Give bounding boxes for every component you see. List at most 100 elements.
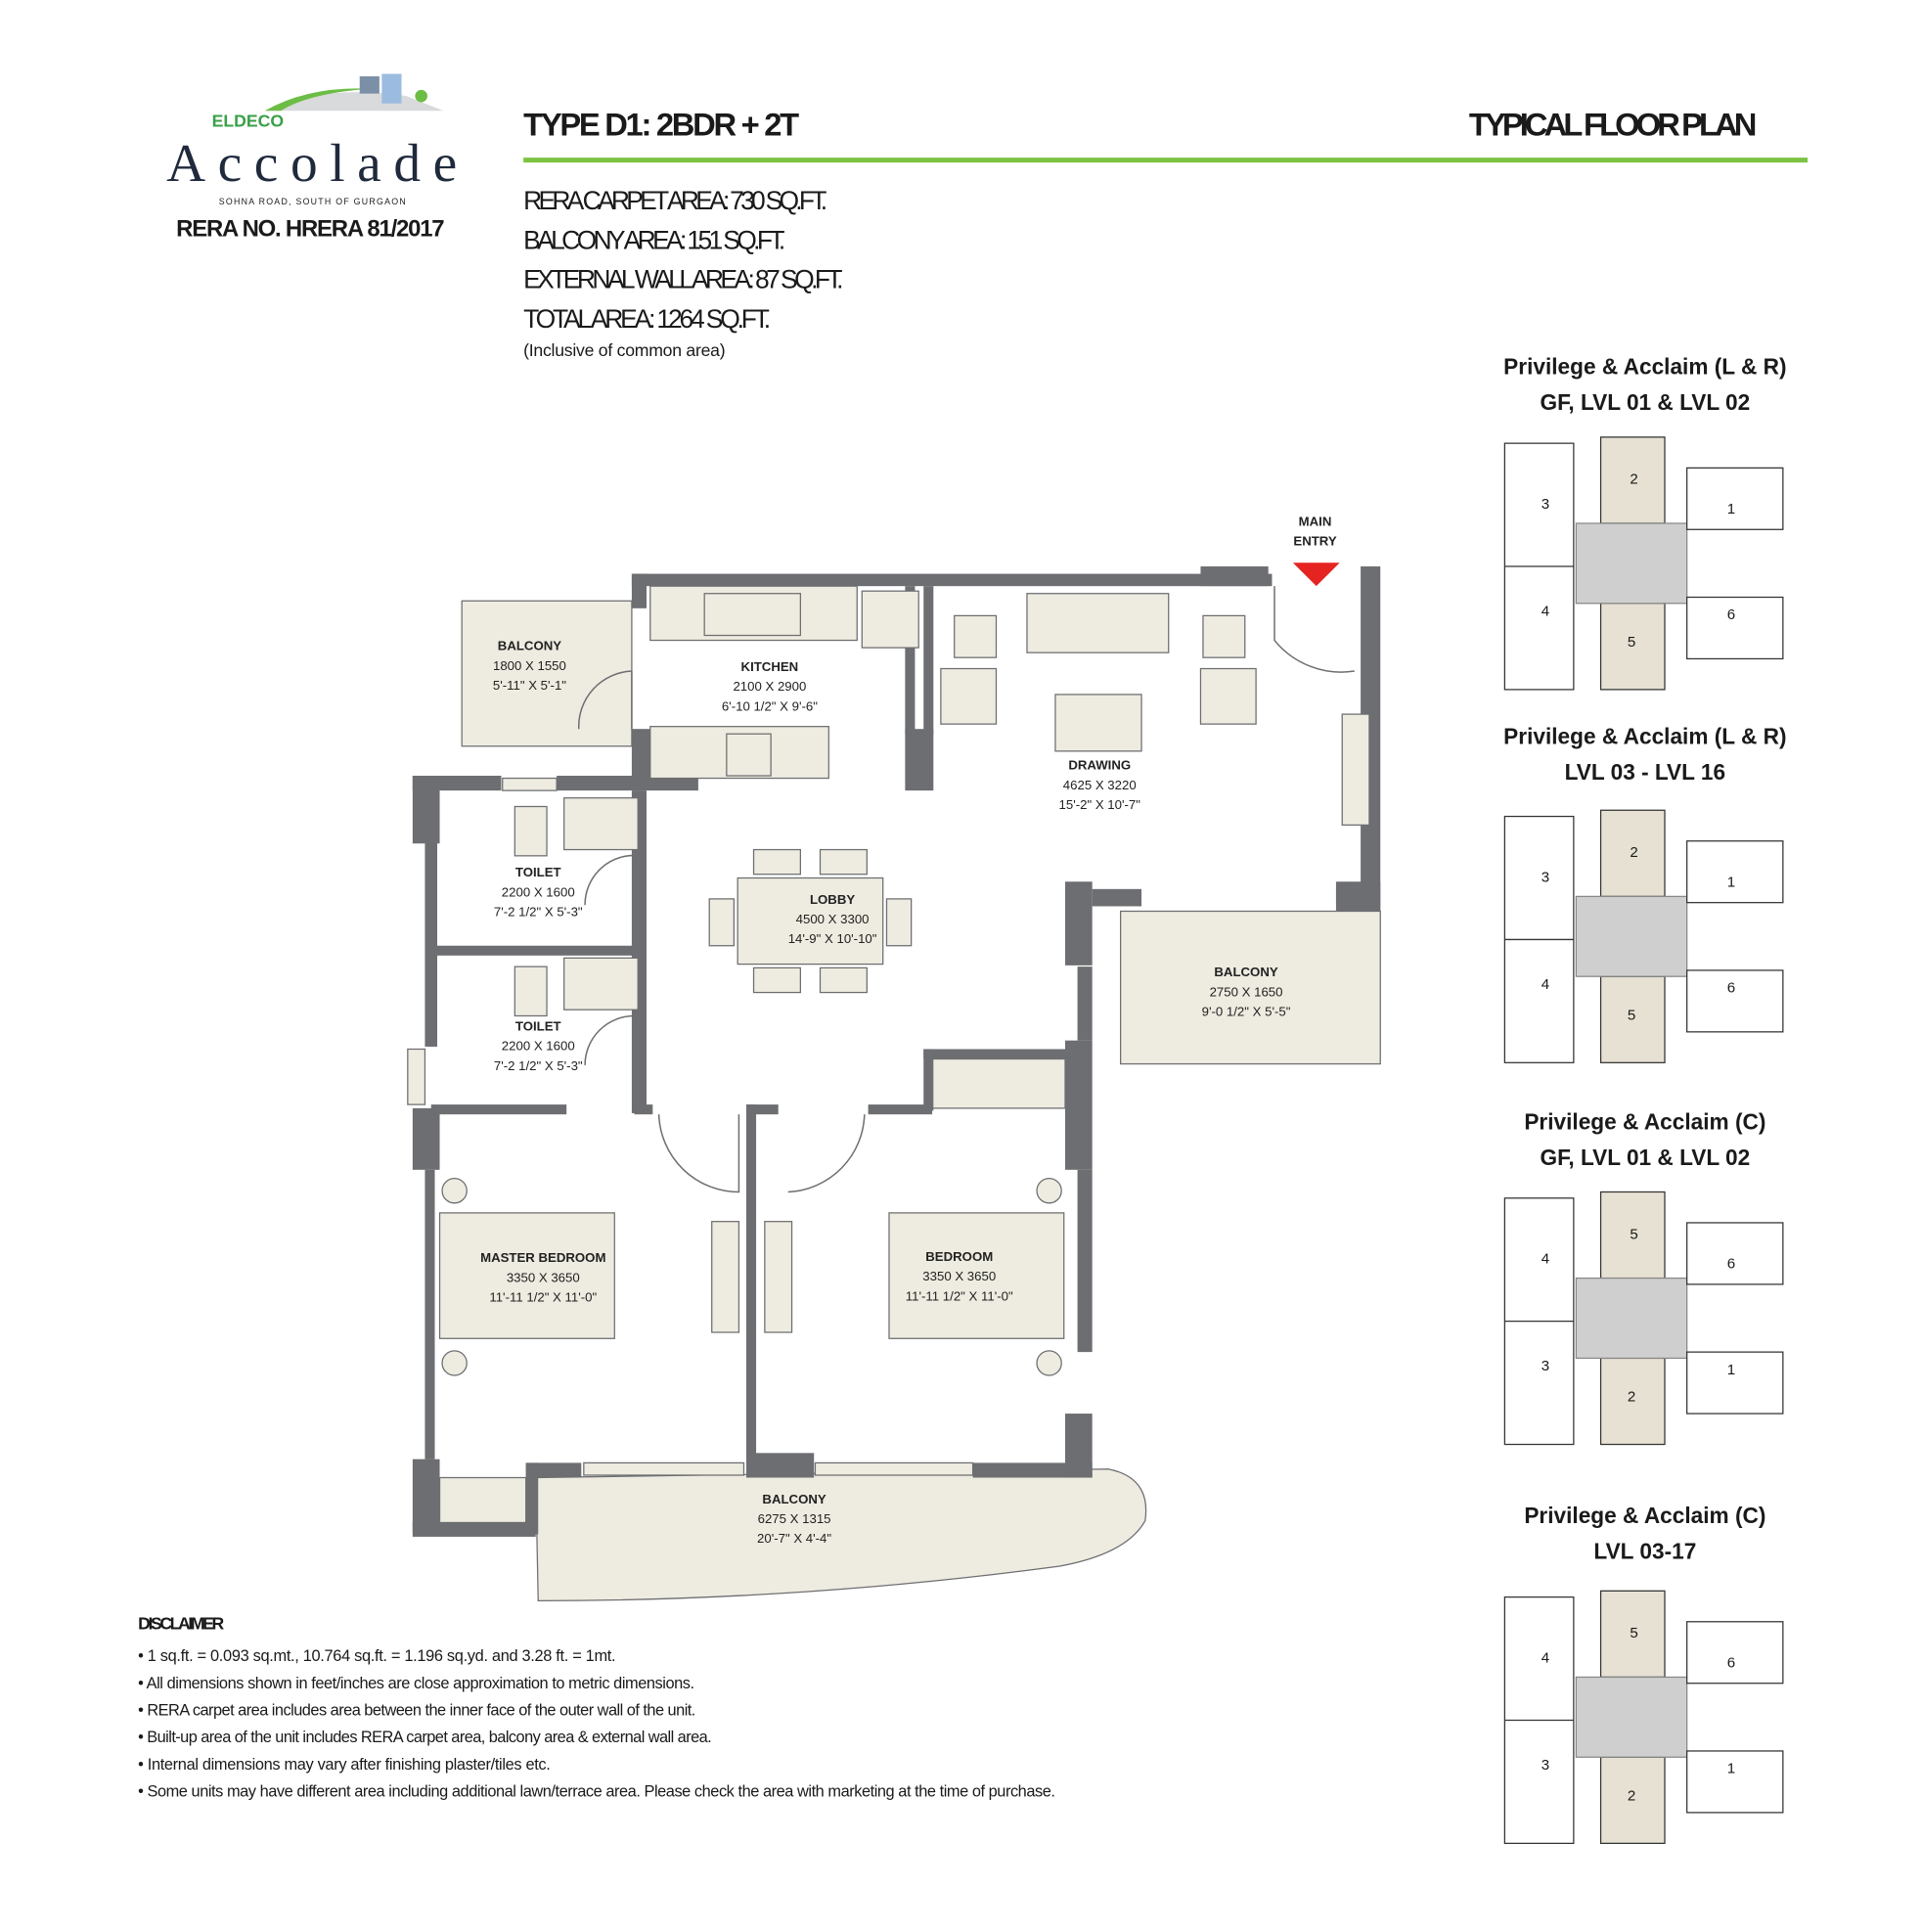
unit-number: 3 [1541,1358,1549,1374]
unit-number: 5 [1628,634,1635,651]
highlighted-unit [1599,1590,1666,1679]
external-wall-area: EXTERNAL WALL AREA: 87 SQ.FT. [523,265,843,294]
unit-number: 6 [1727,607,1735,623]
main-entry-label: MAIN [1299,514,1332,528]
room-label-name: MASTER BEDROOM [480,1250,605,1265]
room-label-name: LOBBY [810,892,855,907]
disclaimer-item: • Internal dimensions may vary after fin… [138,1756,551,1774]
balcony-area: BALCONY AREA: 151 SQ.FT. [523,225,785,254]
unit-number: 2 [1628,1388,1635,1405]
tower-wing [1686,467,1784,530]
room-label-name: TOILET [515,1019,561,1034]
room-label-metric: 4500 X 3300 [796,912,870,926]
room-label-name: BALCONY [498,639,561,653]
coffee-table-icon [1054,694,1142,752]
unit-number: 4 [1541,1649,1549,1666]
room-label-name: DRAWING [1068,758,1131,773]
unit-number: 6 [1727,980,1735,997]
core [1575,522,1688,605]
total-area: TOTAL AREA: 1264 SQ.FT. [523,304,771,334]
logo: ELDECO Accolade SOHNA ROAD, SOUTH OF GUR… [166,73,457,206]
unit-number: 1 [1727,1362,1735,1378]
unit-number: 3 [1541,1757,1549,1774]
logo-brand: ELDECO [212,112,284,131]
key-plans: Privilege & Acclaim (L & R)GF, LVL 01 & … [1503,354,1787,1844]
sofa-icon [1026,593,1170,653]
area-note: (Inclusive of common area) [523,340,725,360]
logo-name: Accolade [166,133,457,193]
tower-wing [1686,596,1784,660]
rera-number: RERA NO. HRERA 81/2017 [176,216,444,243]
key-plan-subtitle: LVL 03-17 [1593,1539,1696,1564]
room-label-imperial: 7'-2 1/2" X 5'-3" [494,905,583,920]
key-plan-subtitle: LVL 03 - LVL 16 [1565,759,1725,785]
unit-number: 5 [1628,1007,1635,1023]
core [1575,1676,1688,1758]
unit-number: 2 [1628,1787,1635,1804]
balcony-left [461,600,633,747]
highlighted-unit [1599,603,1666,691]
room-label-name: BALCONY [762,1492,826,1506]
room-label-metric: 4625 X 3220 [1063,778,1137,792]
unit-floor-plan: MAIN ENTRY BALCONY 1800 X 1550 5'-11" X 5'… [407,514,1381,1602]
room-label-metric: 1800 X 1550 [493,658,566,673]
tower-wing [1686,1750,1784,1814]
room-label-metric: 3350 X 3650 [507,1270,580,1284]
unit-number: 6 [1727,1256,1735,1273]
master-bed-icon [438,1212,615,1339]
main-entry-arrow-icon [1292,562,1340,587]
tower-wing [1686,969,1784,1033]
unit-number: 3 [1541,496,1549,513]
room-label-imperial: 15'-2" X 10'-7" [1059,797,1141,812]
unit-number: 1 [1727,1761,1735,1777]
header-rule [523,157,1809,163]
room-label-imperial: 20'-7" X 4'-4" [757,1531,831,1546]
room-label-metric: 2200 X 1600 [502,884,575,899]
sink-icon [703,593,801,637]
highlighted-unit [1599,1756,1666,1844]
core [1575,1277,1688,1360]
tower-wing [1686,1621,1784,1685]
unit-number: 4 [1541,603,1549,619]
unit-number: 4 [1541,1250,1549,1267]
doors [578,586,1355,1193]
room-label-name: BEDROOM [925,1249,993,1264]
unit-number: 6 [1727,1654,1735,1671]
disclaimer-item: • All dimensions shown in feet/inches ar… [138,1675,694,1692]
ledge [438,1476,527,1528]
highlighted-unit [1599,975,1666,1063]
room-label-imperial: 11'-11 1/2" X 11'-0" [489,1290,597,1305]
tower-wing [1686,840,1784,904]
wc-icon [514,805,548,857]
key-plan: Privilege & Acclaim (L & R) LVL 03 - LVL … [1503,723,1787,1063]
balcony-right [1120,910,1381,1065]
unit-number: 1 [1727,501,1735,517]
room-label-name: TOILET [515,865,561,879]
room-label-imperial: 5'-11" X 5'-1" [493,678,566,693]
room-label-name: KITCHEN [741,659,799,674]
logo-tagline: SOHNA ROAD, SOUTH OF GURGAON [219,197,407,206]
unit-number: 1 [1727,874,1735,890]
highlighted-unit [1599,809,1666,898]
disclaimer-item: • Some units may have different area inc… [138,1783,1055,1801]
page-title: TYPE D1: 2BDR + 2T [523,106,799,142]
disclaimer-item: • RERA carpet area includes area between… [138,1701,695,1719]
balcony-bottom [535,1468,1147,1602]
room-label-imperial: 11'-11 1/2" X 11'-0" [906,1288,1013,1303]
wc-icon [514,966,548,1017]
room-label-imperial: 7'-2 1/2" X 5'-3" [494,1058,583,1073]
room-label-metric: 2100 X 2900 [733,679,806,694]
disclaimer-item: • Built-up area of the unit includes RER… [138,1729,712,1746]
unit-number: 5 [1630,1625,1637,1641]
disclaimer-item: • 1 sq.ft. = 0.093 sq.mt., 10.764 sq.ft.… [138,1647,615,1665]
disclaimer-title: DISCLAIMER [138,1613,224,1633]
core [1575,895,1688,977]
key-plan-title: Privilege & Acclaim (L & R) [1503,723,1786,748]
main-entry-label: ENTRY [1293,534,1336,549]
furniture [407,585,1370,1476]
key-plan-title: Privilege & Acclaim (L & R) [1503,354,1786,380]
highlighted-unit [1599,436,1666,524]
room-label-metric: 3350 X 3650 [922,1269,996,1283]
